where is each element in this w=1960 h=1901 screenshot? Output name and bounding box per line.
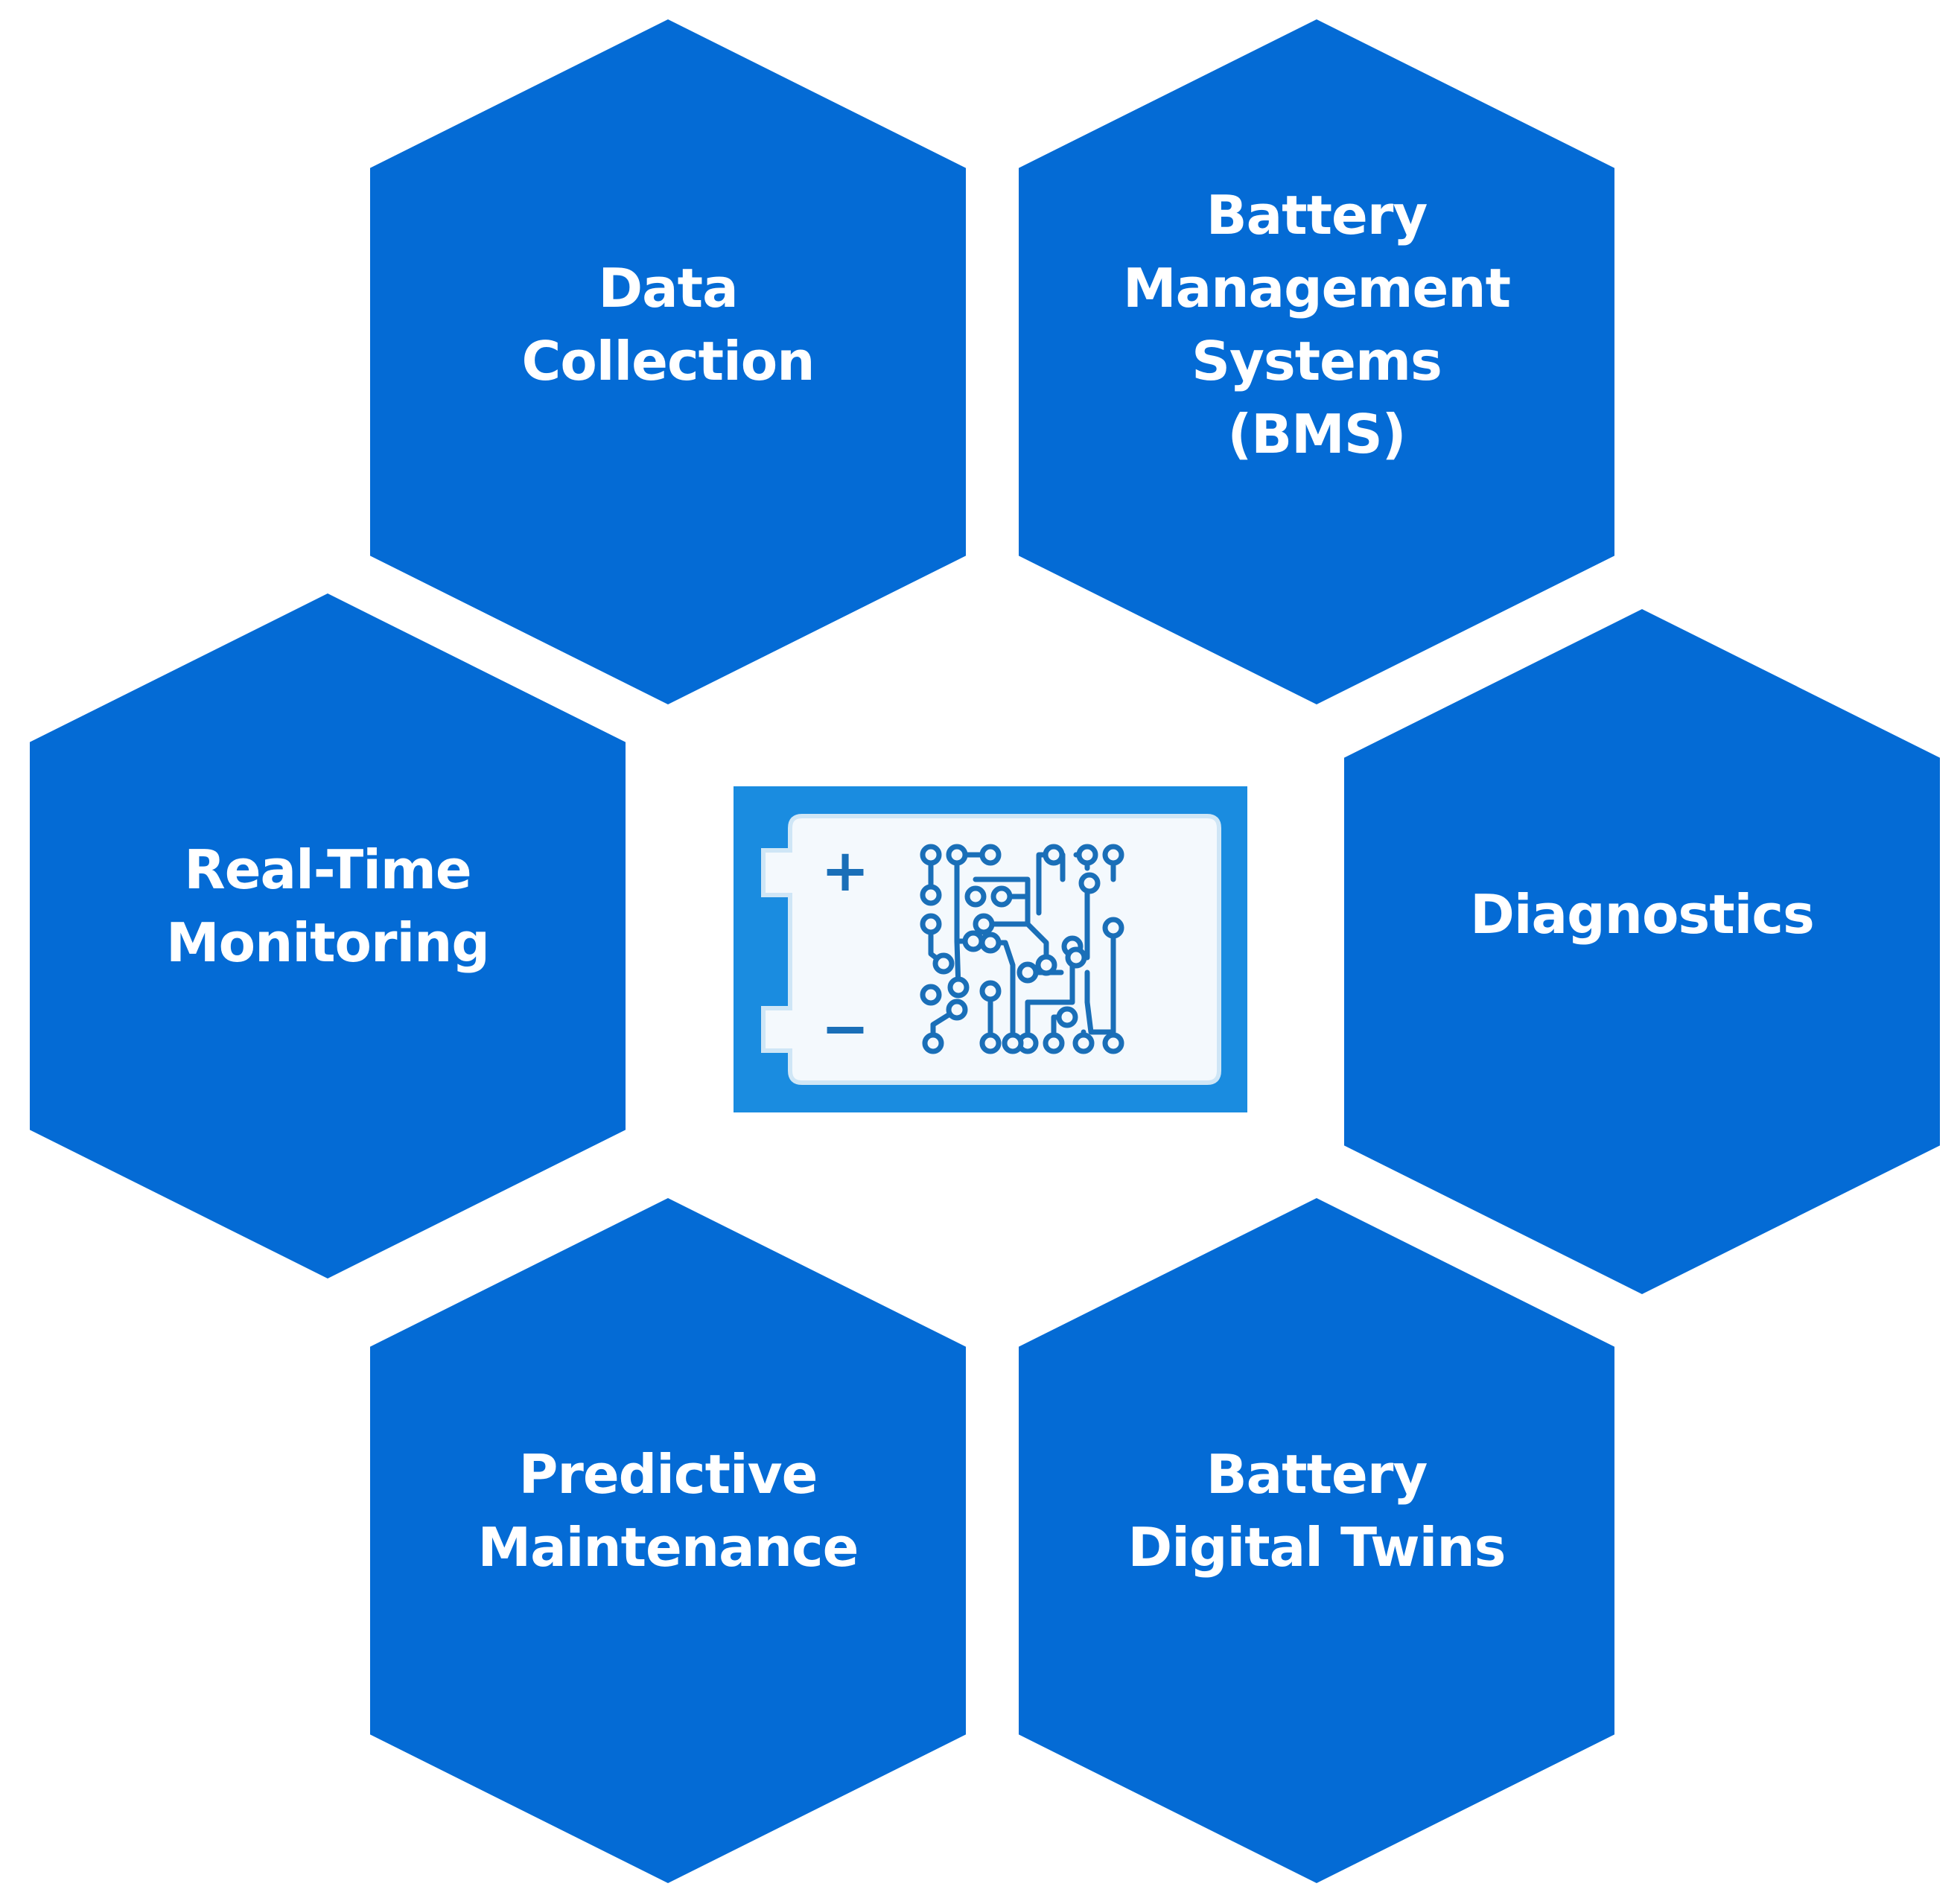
hex-battery-digital-twins-label: Battery Digital Twins [1127,1443,1506,1579]
hex-diagnostics: Diagnostics [1344,609,1940,1294]
hex-diagnostics-label: Diagnostics [1470,883,1815,946]
hex-battery-management-systems: Battery Management Systems (BMS) [1019,19,1614,704]
battery-circuit-icon: + − [734,786,1247,1112]
hex-predictive-maintenance-label: Predictive Maintenance [477,1443,859,1579]
hex-data-collection-label: Data Collection [521,257,815,392]
hex-data-collection: Data Collection [370,19,966,704]
hex-real-time-monitoring: Real-Time Monitoring [30,593,626,1279]
battery-circuit-svg: + − [734,786,1247,1112]
hex-predictive-maintenance: Predictive Maintenance [370,1198,966,1883]
circuit-pads [920,844,1124,1054]
battery-minus-sign: − [821,996,869,1063]
hex-bms-label: Battery Management Systems (BMS) [1123,184,1511,465]
hex-battery-digital-twins: Battery Digital Twins [1019,1198,1614,1883]
hex-real-time-monitoring-label: Real-Time Monitoring [166,838,490,974]
battery-plus-sign: + [821,838,869,905]
